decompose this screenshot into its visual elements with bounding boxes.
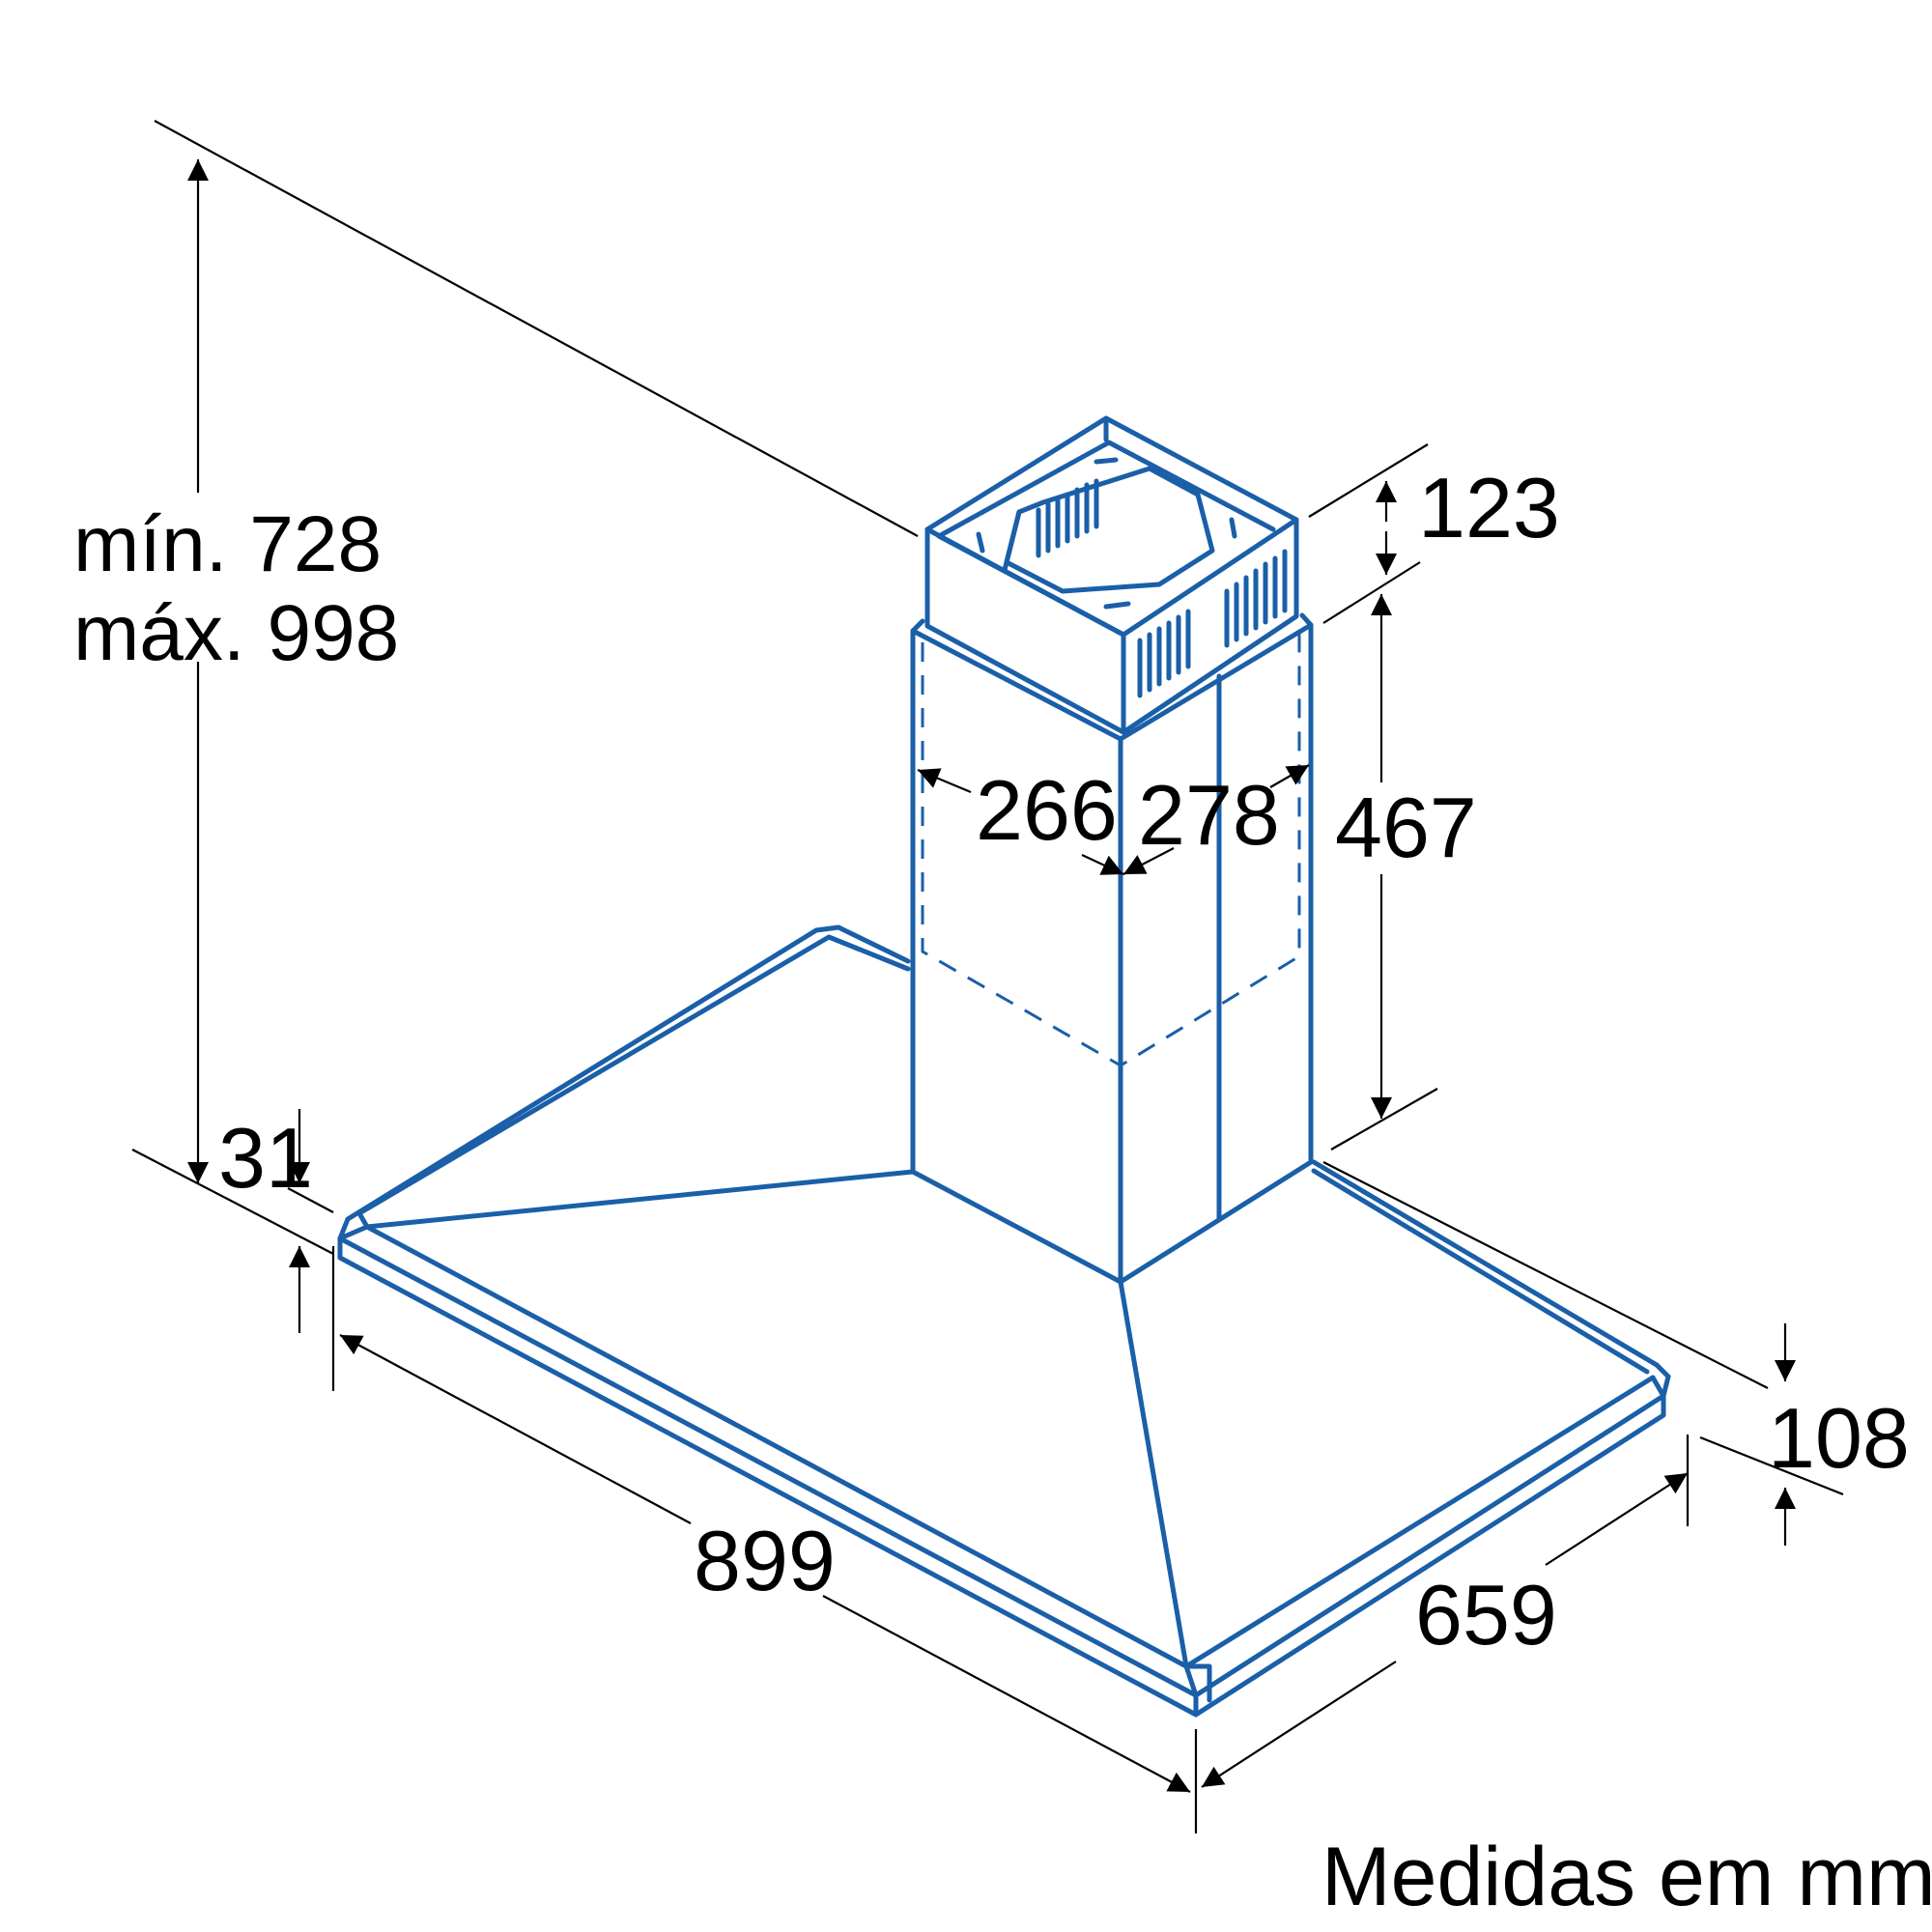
hood-width-value: 899 — [694, 1513, 836, 1608]
units-note: Medidas em mm — [1321, 1831, 1932, 1923]
dimension-lines — [131, 120, 1844, 1833]
chimney-depth-value: 266 — [976, 762, 1118, 858]
hood-outline — [337, 415, 1671, 1718]
height-range-label: mín. 728 máx. 998 — [73, 500, 399, 678]
chimney-lower-height-value: 467 — [1335, 780, 1477, 875]
chimney-width-value: 278 — [1138, 767, 1280, 863]
hidden-edges — [921, 633, 1301, 1067]
canopy-height-value: 108 — [1768, 1390, 1910, 1486]
hood-depth-value: 659 — [1415, 1567, 1557, 1662]
edge-thickness-value: 31 — [218, 1110, 313, 1206]
height-min-value: mín. 728 — [73, 500, 383, 588]
height-max-value: máx. 998 — [73, 588, 400, 677]
chimney-top-height-value: 123 — [1418, 460, 1560, 555]
